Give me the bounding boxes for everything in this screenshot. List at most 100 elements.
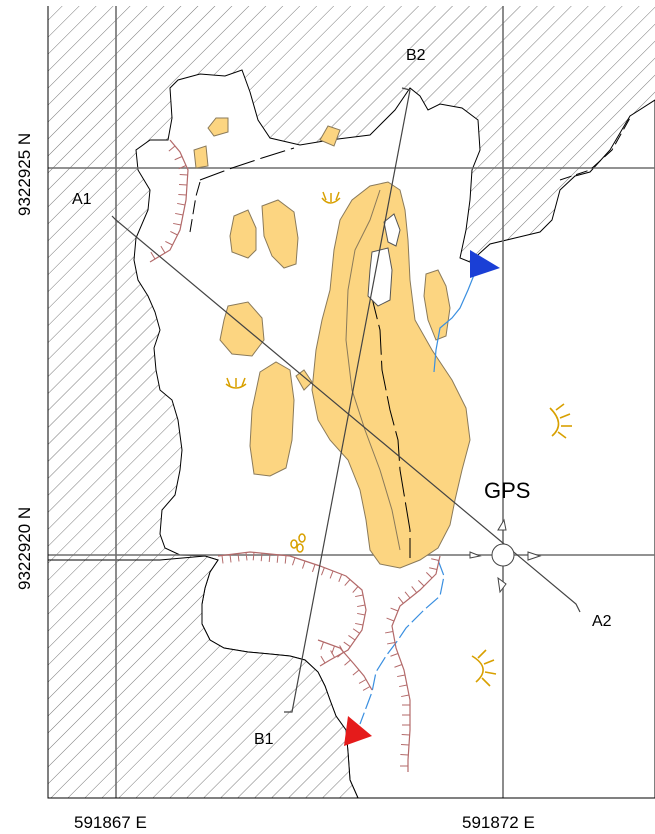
scarp-tick [175, 212, 184, 216]
ledge-line [199, 147, 295, 181]
scarp-tick [404, 591, 411, 599]
scarp-tick [394, 664, 403, 668]
scarp-tick [268, 553, 271, 563]
scarp-lines [149, 139, 441, 772]
northing-top-label: 9322925 N [15, 133, 34, 216]
stream-upper [433, 269, 477, 373]
gps-station-icon [469, 518, 542, 594]
scarp-tick [355, 594, 364, 598]
small-deposit [319, 125, 341, 147]
scarp-tick [329, 570, 334, 579]
small-deposit [193, 145, 209, 169]
small-deposit [207, 117, 229, 137]
scarp-tick [411, 586, 418, 593]
eye-symbol-icon [225, 377, 247, 389]
scarp-tick [221, 555, 224, 564]
scarp-tick [390, 653, 399, 657]
inner-deposit-line [345, 189, 401, 551]
scarp-tick [229, 554, 232, 563]
scarp-tick [352, 669, 360, 676]
cross-section-lines [111, 87, 581, 713]
profile-a2-label: A2 [592, 613, 612, 630]
stream-lower [359, 559, 445, 725]
profile-b1-label: B1 [254, 731, 274, 748]
scarp-tick [390, 607, 399, 612]
scarp-tick [352, 628, 360, 634]
scarp-tick [173, 222, 182, 226]
scarp-tick [170, 230, 178, 236]
scarp-tick [150, 251, 156, 260]
northing-bottom-label: 9322920 N [15, 507, 34, 590]
scarp-tick [237, 553, 240, 562]
scarp-tick [320, 655, 326, 664]
scarp-tick [178, 193, 187, 196]
footprint-cluster-icon [290, 533, 306, 553]
scarp-tick [177, 202, 186, 206]
scarp-tick [344, 579, 351, 586]
scarp-tick [397, 596, 404, 604]
profile-b-line [284, 87, 411, 713]
scarp-tick [320, 567, 325, 576]
small-deposit [295, 369, 313, 391]
small-deposit [249, 361, 295, 477]
easting-right-label: 591872 E [462, 813, 535, 832]
scarp-tick [160, 245, 166, 254]
scarp-tick [337, 651, 344, 658]
eye-symbol-icon [321, 191, 341, 204]
scarp-tick [284, 555, 287, 564]
scarp-tick [276, 554, 279, 563]
deposit-crack [369, 289, 411, 558]
scarp-tick [400, 743, 410, 746]
easting-left-label: 591867 E [74, 813, 147, 832]
small-deposit [261, 199, 299, 269]
map-frame [47, 6, 655, 799]
scarp-tick [357, 604, 366, 608]
scarp-tick [425, 571, 433, 579]
scarp-tick [330, 650, 335, 658]
scarp-tick [301, 560, 306, 569]
outflow-arrow-icon [344, 716, 372, 746]
scarp-tick [355, 622, 364, 626]
deposit-hole [383, 213, 401, 247]
scarp-tick [252, 552, 255, 561]
scarp-tick [387, 642, 396, 645]
small-deposit [229, 209, 257, 259]
scarp-tick [343, 641, 351, 648]
scarp-tick [331, 645, 335, 654]
ledge-line [559, 117, 631, 181]
scarp-tick [362, 686, 371, 691]
scarp-line [149, 139, 189, 263]
scarp-tick [165, 240, 173, 246]
scarp-tick [401, 733, 410, 736]
scarp-tick [174, 156, 183, 161]
profile-a-line [111, 215, 581, 613]
profile-a1-label: A1 [72, 191, 92, 208]
scarp-tick [291, 557, 296, 566]
scarp-tick [245, 552, 248, 561]
scarp-tick [400, 753, 409, 756]
scarp-tick [386, 617, 395, 622]
ledge-line [189, 181, 201, 233]
scarp-tick [348, 635, 356, 641]
scarp-tick [260, 553, 263, 562]
scarp-tick [352, 586, 359, 593]
scarp-tick [385, 631, 394, 634]
small-deposit [423, 269, 451, 341]
gps-label: GPS [484, 478, 530, 503]
eye-symbol-icon [471, 649, 497, 687]
scarp-tick [320, 641, 324, 650]
scarp-tick [168, 145, 176, 152]
scarp-tick [417, 579, 425, 587]
profile-b2-label: B2 [406, 47, 426, 64]
scarp-tick [358, 679, 367, 684]
scarp-tick [178, 165, 187, 170]
scarp-tick [401, 694, 410, 698]
scarp-tick [399, 684, 408, 688]
main-deposit-body [311, 181, 471, 569]
inflow-arrow-icon [470, 250, 500, 278]
scarp-tick [357, 612, 366, 616]
scarp-line [391, 555, 441, 772]
scarp-tick [311, 564, 316, 573]
